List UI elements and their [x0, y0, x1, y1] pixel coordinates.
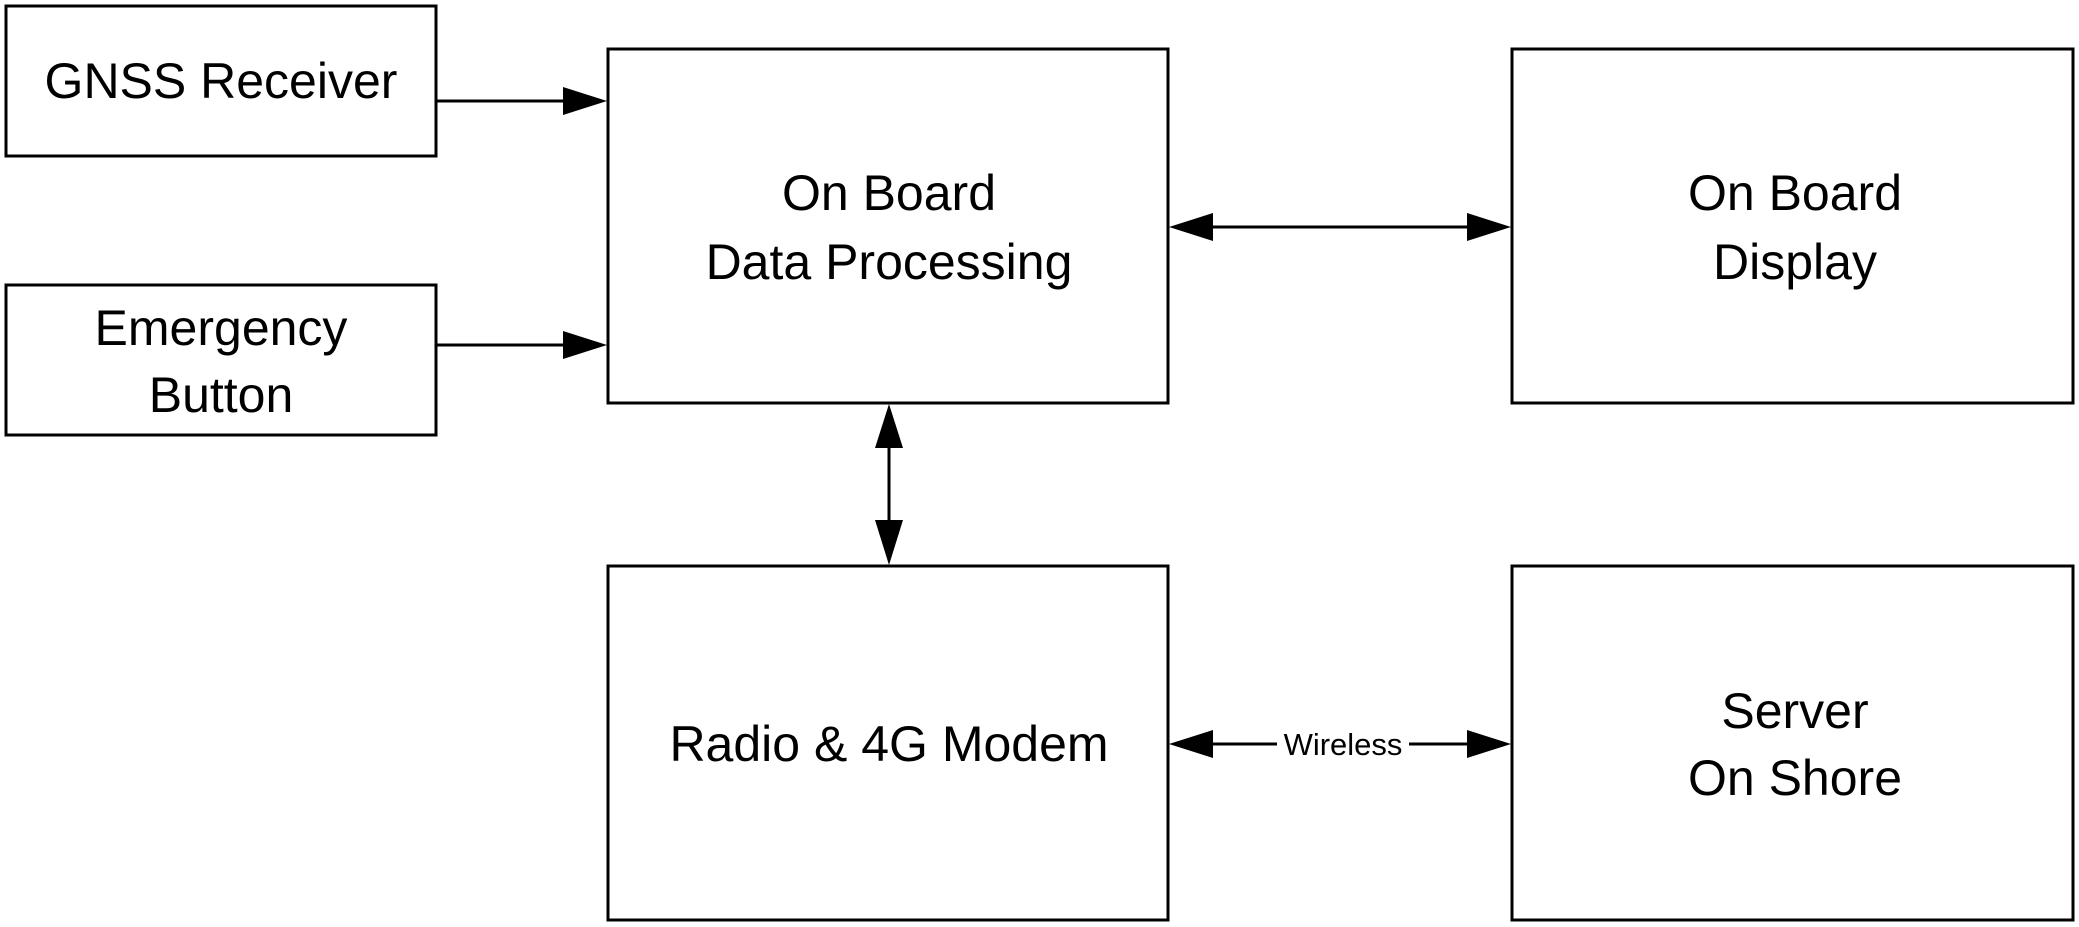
server-label-line2: On Shore — [1688, 750, 1902, 806]
display-label-line1: On Board — [1688, 165, 1902, 221]
gnss-receiver-label: GNSS Receiver — [45, 53, 398, 109]
gnss-receiver-block: GNSS Receiver — [4, 4, 438, 158]
emergency-button-label-line2: Button — [149, 367, 294, 423]
modem-label: Radio & 4G Modem — [669, 716, 1108, 772]
display-label-line2: Display — [1713, 234, 1877, 290]
wireless-link-label: Wireless — [1284, 727, 1403, 762]
modem-server-wireless-arrow: Wireless — [1169, 724, 1511, 762]
gnss-to-processing-arrow — [436, 87, 607, 115]
data-processing-label-line1: On Board — [782, 165, 996, 221]
display-block: On Board Display — [1510, 47, 2075, 405]
emergency-to-processing-arrow — [436, 331, 607, 359]
server-label-line1: Server — [1721, 683, 1868, 739]
data-processing-label-line2: Data Processing — [706, 234, 1073, 290]
emergency-button-block: Emergency Button — [4, 283, 438, 437]
modem-block: Radio & 4G Modem — [606, 564, 1170, 922]
emergency-button-label-line1: Emergency — [95, 300, 348, 356]
processing-display-bidirectional-arrow — [1169, 213, 1511, 241]
server-block: Server On Shore — [1510, 564, 2075, 922]
data-processing-block: On Board Data Processing — [606, 47, 1170, 405]
processing-modem-bidirectional-arrow — [875, 404, 903, 565]
